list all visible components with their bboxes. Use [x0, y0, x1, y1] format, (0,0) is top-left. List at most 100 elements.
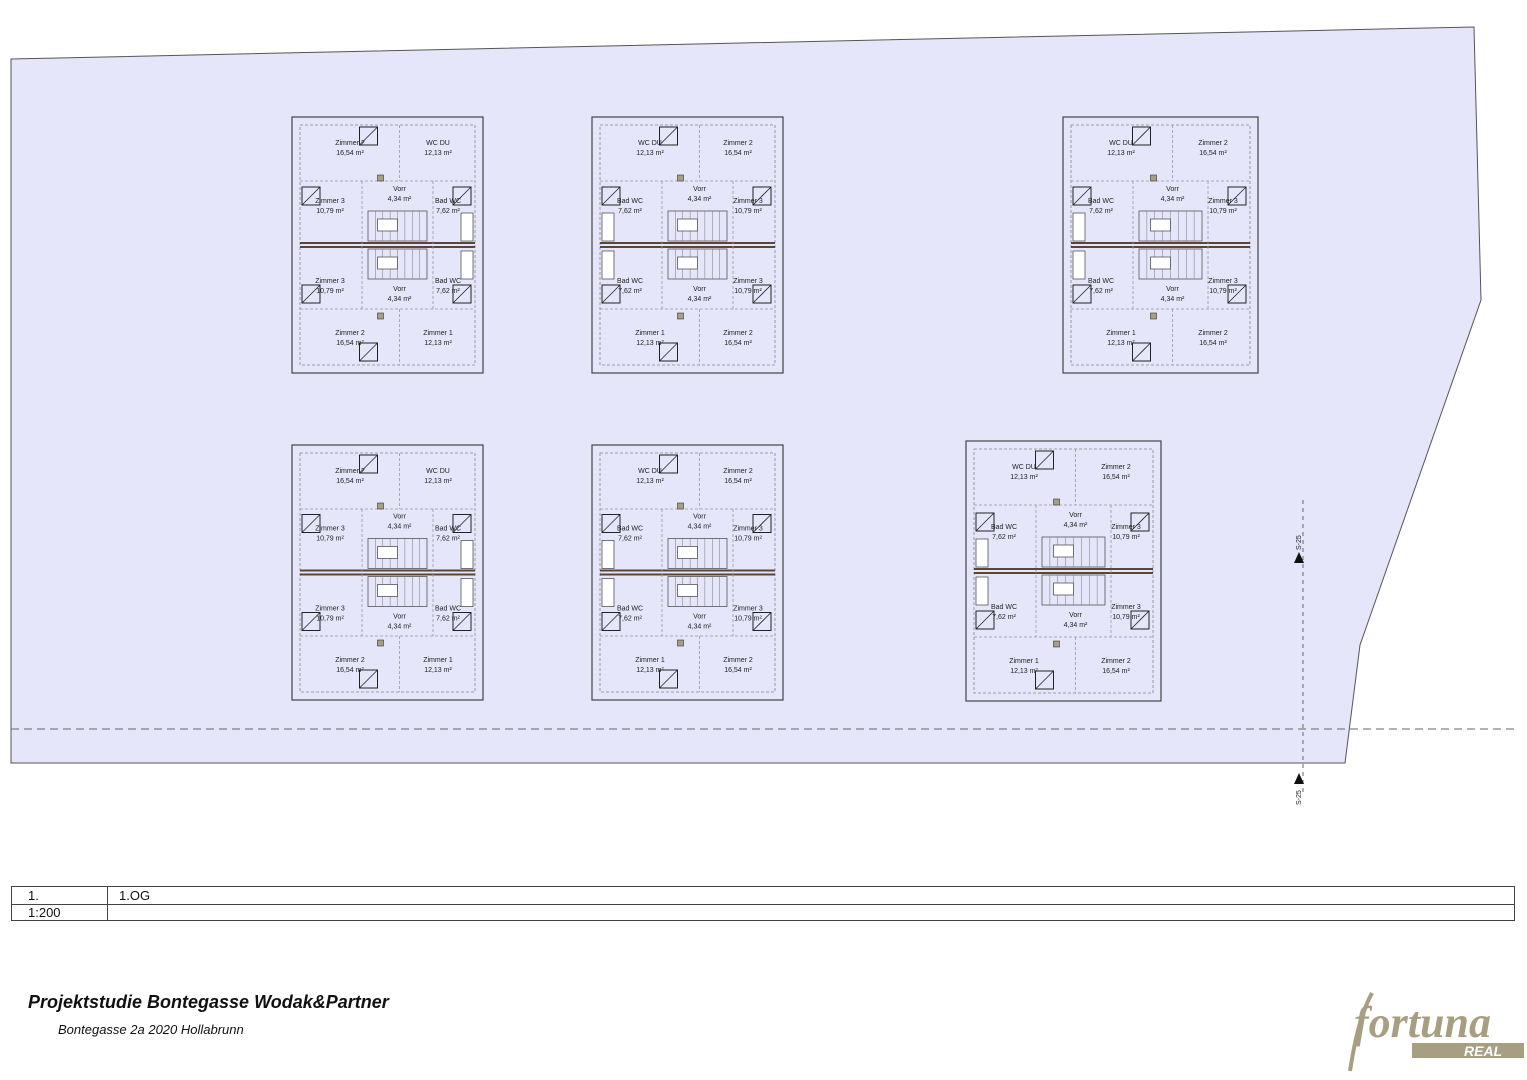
door-swing [452, 284, 472, 304]
room-area: 12,13 m² [424, 667, 452, 674]
door-icon [452, 612, 472, 631]
room-area: 7,62 m² [436, 616, 460, 623]
house-inner-outline [299, 452, 476, 693]
door-icon [452, 284, 472, 304]
door-swing [659, 342, 678, 362]
room-name: Zimmer 3 [733, 606, 763, 613]
stair-landing [377, 218, 398, 232]
door-icon [359, 669, 378, 689]
room-name: Vorr [693, 614, 707, 621]
house-inner-outline [299, 124, 476, 366]
bathtub-icon [460, 540, 474, 569]
door-icon [301, 186, 321, 206]
room-name: Vorr [693, 286, 707, 293]
room-area: 16,54 m² [1199, 340, 1227, 347]
vent-icon [1053, 498, 1060, 506]
door-swing [301, 186, 321, 206]
room-area: 4,34 m² [388, 296, 412, 303]
door-swing [1132, 342, 1151, 362]
door-icon [752, 186, 772, 206]
room-area: 16,54 m² [724, 340, 752, 347]
room-name: Zimmer 2 [1101, 658, 1131, 665]
door-swing [752, 514, 772, 533]
room-area: 12,13 m² [636, 340, 664, 347]
room-name: Bad WC [435, 526, 461, 533]
stair-landing [1150, 256, 1171, 270]
door-icon [1035, 450, 1054, 470]
bathtub-icon [460, 250, 474, 280]
room-name: Vorr [393, 614, 407, 621]
room-name: Bad WC [991, 604, 1017, 611]
room-area: 7,62 m² [1089, 288, 1113, 295]
stair-landing [1150, 218, 1171, 232]
room-name: Zimmer 1 [423, 330, 453, 337]
bathtub-icon [1072, 250, 1086, 280]
house-outline [591, 116, 784, 374]
room-area: 12,13 m² [1107, 340, 1135, 347]
room-name: Zimmer 1 [635, 330, 665, 337]
room-name: Vorr [1069, 612, 1083, 619]
door-swing [659, 669, 678, 689]
room-area: 12,13 m² [424, 478, 452, 485]
door-swing [601, 514, 621, 533]
stair-landing [677, 584, 698, 597]
room-area: 4,34 m² [1064, 622, 1088, 629]
room-area: 7,62 m² [1089, 208, 1113, 215]
vent-icon [677, 312, 684, 320]
door-swing [359, 669, 378, 689]
room-name: Bad WC [617, 606, 643, 613]
svg-text:REAL: REAL [1464, 1043, 1502, 1059]
vent-icon [677, 502, 684, 510]
vent-icon [377, 312, 384, 320]
door-swing [301, 284, 321, 304]
door-swing [601, 612, 621, 631]
room-area: 12,13 m² [424, 340, 452, 347]
room-area: 7,62 m² [436, 536, 460, 543]
room-name: Zimmer 3 [315, 526, 345, 533]
room-area: 7,62 m² [992, 534, 1016, 541]
door-icon [601, 186, 621, 206]
room-name: Zimmer 3 [1208, 278, 1238, 285]
door-swing [452, 186, 472, 206]
room-area: 10,79 m² [1209, 288, 1237, 295]
door-icon [752, 514, 772, 533]
room-area: 16,54 m² [336, 150, 364, 157]
door-icon [1132, 342, 1151, 362]
room-area: 16,54 m² [336, 340, 364, 347]
section-label-top: S-25 [1296, 535, 1303, 550]
room-area: 4,34 m² [388, 524, 412, 531]
room-name: Vorr [1166, 186, 1180, 193]
scale-label: 1:200 [28, 905, 61, 920]
room-area: 7,62 m² [618, 208, 642, 215]
bathtub-icon [1072, 212, 1086, 242]
house-outline [291, 444, 484, 701]
door-swing [1072, 186, 1092, 206]
door-swing [1035, 450, 1054, 470]
door-swing [1227, 284, 1247, 304]
room-name: Zimmer 3 [1111, 604, 1141, 611]
stair-landing [377, 584, 398, 597]
section-label-bottom: S-25 [1296, 790, 1303, 805]
room-name: Bad WC [991, 524, 1017, 531]
room-name: Zimmer 3 [733, 198, 763, 205]
door-icon [301, 514, 321, 533]
door-swing [1132, 126, 1151, 146]
room-area: 4,34 m² [388, 196, 412, 203]
door-swing [752, 284, 772, 304]
stair-landing [677, 256, 698, 270]
door-icon [359, 126, 378, 146]
room-area: 7,62 m² [618, 288, 642, 295]
room-name: Vorr [1166, 286, 1180, 293]
door-swing [659, 454, 678, 474]
fortuna-real-logo: fortuna REAL [1348, 992, 1524, 1072]
room-name: Zimmer 2 [335, 657, 365, 664]
house-inner-outline [599, 452, 776, 693]
room-area: 7,62 m² [992, 614, 1016, 621]
house-outline [291, 116, 484, 374]
room-area: 4,34 m² [1161, 196, 1185, 203]
door-icon [1227, 284, 1247, 304]
room-area: 10,79 m² [316, 616, 344, 623]
